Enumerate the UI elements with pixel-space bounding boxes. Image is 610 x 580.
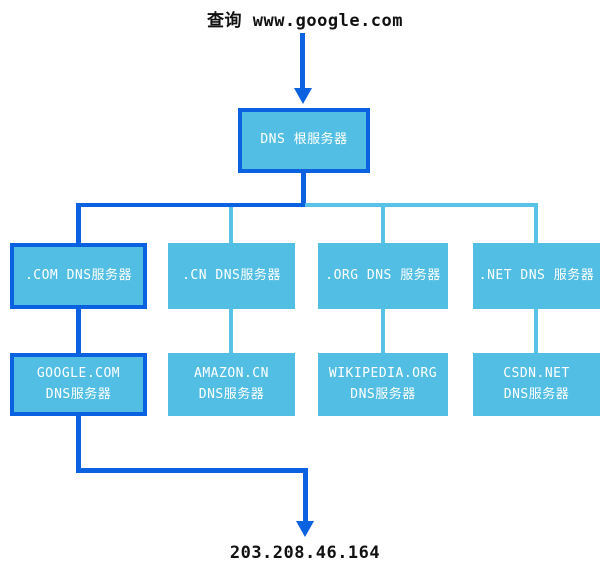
edge-drop-com (76, 203, 81, 243)
node-label-line2: DNS服务器 (350, 386, 416, 402)
edge-drop-org (381, 207, 385, 243)
node-net-dns-server: .NET DNS 服务器 (473, 243, 600, 309)
node-amazon-cn-dns-server: AMAZON.CN DNS服务器 (168, 353, 295, 416)
node-label-line2: DNS服务器 (503, 386, 570, 402)
node-label-line2: DNS服务器 (45, 386, 112, 402)
node-label: .COM DNS服务器 (24, 267, 133, 283)
node-label-line1: GOOGLE.COM (36, 366, 121, 382)
query-arrow-shaft (300, 33, 305, 89)
node-csdn-net-dns-server: CSDN.NET DNS服务器 (473, 353, 600, 416)
result-arrow-head-icon (296, 521, 314, 537)
node-wikipedia-org-dns-server: WIKIPEDIA.ORG DNS服务器 (318, 353, 448, 416)
edge-drop-cn (229, 207, 233, 243)
result-path-horizontal (76, 468, 308, 473)
node-label: .ORG DNS 服务器 (325, 267, 441, 283)
node-com-dns-server: .COM DNS服务器 (10, 243, 147, 309)
edge-cn-to-amazon (229, 309, 233, 353)
node-cn-dns-server: .CN DNS服务器 (168, 243, 295, 309)
edge-net-to-csdn (534, 309, 538, 353)
query-arrow-head-icon (294, 88, 312, 104)
result-path-vertical-left (76, 416, 81, 473)
edge-drop-net (534, 207, 538, 243)
node-label-line2: DNS服务器 (198, 386, 265, 402)
edge-rail-plain (305, 203, 538, 207)
node-label-line1: AMAZON.CN (194, 366, 269, 382)
resolved-ip: 203.208.46.164 (229, 543, 381, 563)
node-label: .CN DNS服务器 (182, 267, 281, 283)
edge-org-to-wikipedia (381, 309, 385, 353)
node-org-dns-server: .ORG DNS 服务器 (318, 243, 448, 309)
edge-rail-highlighted (76, 203, 305, 207)
edge-com-to-google (76, 309, 81, 353)
query-title: 查询 www.google.com (206, 11, 404, 31)
node-label: DNS 根服务器 (260, 132, 348, 148)
node-google-com-dns-server: GOOGLE.COM DNS服务器 (10, 353, 147, 416)
result-arrow-shaft (303, 468, 308, 522)
edge-root-stem (301, 173, 306, 204)
node-label-line1: WIKIPEDIA.ORG (328, 366, 438, 382)
node-label: .NET DNS 服务器 (478, 267, 595, 283)
node-dns-root-server: DNS 根服务器 (238, 108, 370, 173)
node-label-line1: CSDN.NET (503, 366, 570, 382)
